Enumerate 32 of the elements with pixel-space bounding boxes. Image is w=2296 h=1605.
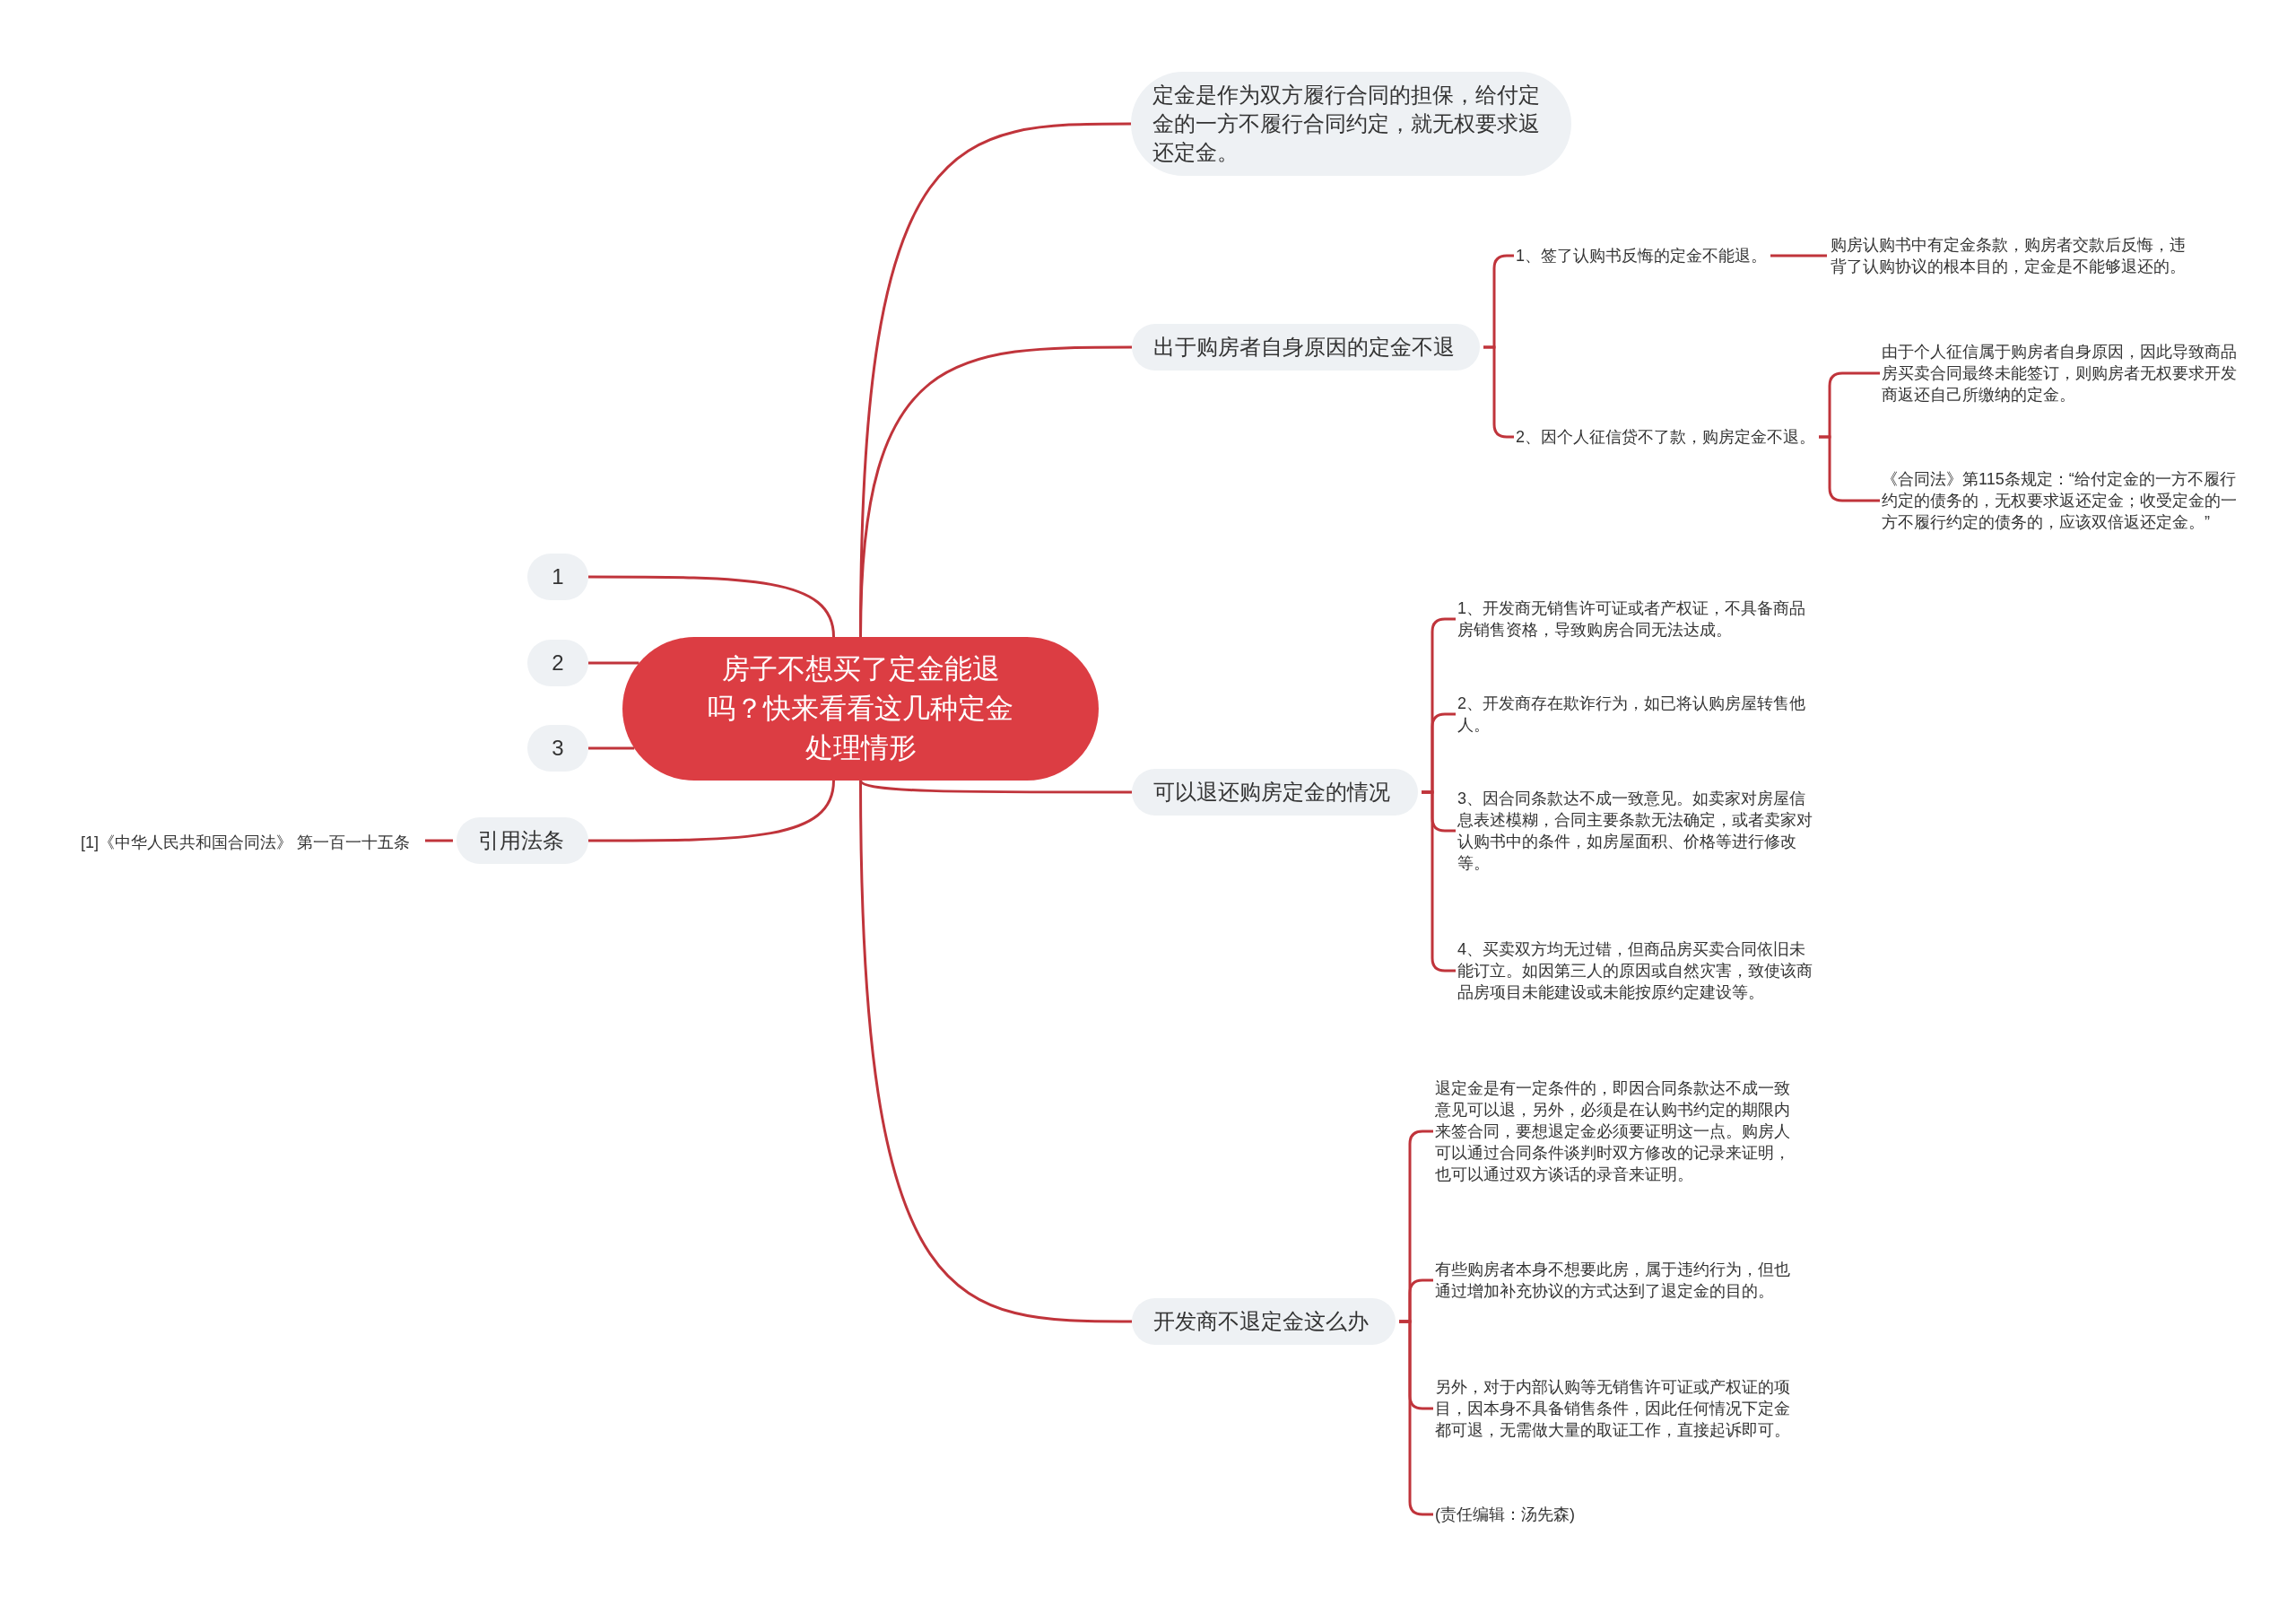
note-text: [1]《中华人民共和国合同法》 第一百一十五条 (81, 832, 422, 853)
note-text: 《合同法》第115条规定：“给付定金的一方不履行约定的债务的，无权要求返还定金；收受定金的一方不履行约定的债务的，应该双倍返还定金。” (1882, 468, 2240, 533)
topic-pill: 1 (527, 554, 588, 600)
topic-pill: 3 (527, 725, 588, 772)
note-text: 购房认购书中有定金条款，购房者交款后反悔，违背了认购协议的根本目的，定金是不能够退还的。 (1831, 234, 2189, 277)
topic-pill: 出于购房者自身原因的定金不退 (1132, 324, 1480, 371)
note-text: 3、因合同条款达不成一致意见。如卖家对房屋信息表述模糊，合同主要条款无法确定，或者卖家对认购书中的条件，如房屋面积、价格等进行修改等。 (1457, 788, 1816, 874)
note-text: 另外，对于内部认购等无销售许可证或产权证的项目，因本身不具备销售条件，因此任何情况下定金都可退，无需做大量的取证工作，直接起诉即可。 (1435, 1376, 1794, 1441)
note-text: (责任编辑：汤先森) (1435, 1504, 1794, 1525)
note-text: 退定金是有一定条件的，即因合同条款达不成一致意见可以退，另外，必须是在认购书约定的期限内来签合同，要想退定金必须要证明这一点。购房人可以通过合同条件谈判时双方修改的记录来证明，也可以通过双方谈话的录音来证明。 (1435, 1077, 1794, 1185)
connector-line (859, 780, 1132, 1323)
topic-pill: 可以退还购房定金的情况 (1132, 769, 1418, 816)
connector-line (425, 839, 453, 842)
topic-pill: 开发商不退定金这么办 (1132, 1298, 1396, 1345)
note-text: 4、买卖双方均无过错，但商品房买卖合同依旧未能订立。如因第三人的原因或自然灾害，致使该商品房项目未能建设或未能按原约定建设等。 (1457, 938, 1816, 1003)
note-text: 有些购房者本身不想要此房，属于违约行为，但也通过增加补充协议的方式达到了退定金的目的。 (1435, 1259, 1794, 1302)
topic-pill: 2 (527, 640, 588, 686)
note-text: 1、签了认购书反悔的定金不能退。 (1516, 245, 1767, 266)
connector-line (588, 780, 835, 842)
note-text: 由于个人征信属于购房者自身原因，因此导致商品房买卖合同最终未能签订，则购房者无权要求开发商返还自己所缴纳的定金。 (1882, 341, 2240, 406)
note-text: 1、开发商无销售许可证或者产权证，不具备商品房销售资格，导致购房合同无法达成。 (1457, 598, 1816, 641)
connector-line (588, 661, 639, 665)
connector-line (588, 575, 835, 638)
connector-line (1770, 254, 1827, 257)
connector-line (859, 780, 1132, 794)
note-text: 2、开发商存在欺诈行为，如已将认购房屋转售他人。 (1457, 693, 1816, 736)
central-topic: 房子不想买了定金能退吗？快来看看这几种定金处理情形 (622, 637, 1099, 781)
connector-line (588, 746, 635, 750)
topic-pill: 定金是作为双方履行合同的担保，给付定金的一方不履行合同约定，就无权要求返还定金。 (1131, 72, 1571, 176)
connector-line (1819, 435, 1880, 502)
note-text: 2、因个人征信贷不了款，购房定金不退。 (1516, 426, 1815, 448)
topic-pill: 引用法条 (457, 817, 588, 864)
